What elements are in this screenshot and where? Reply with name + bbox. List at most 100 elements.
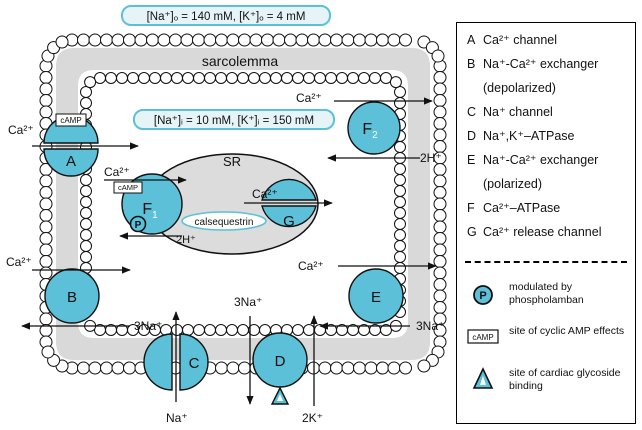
- lipid-head: [330, 33, 343, 47]
- ion-ca-b: Ca²⁺: [6, 255, 32, 269]
- legend-item: (depolarized): [467, 81, 556, 96]
- lipid-head: [270, 72, 282, 84]
- lipid-head: [394, 218, 406, 230]
- inside-concentration-box: [133, 109, 335, 130]
- ion-ca-g: Ca²⁺: [252, 187, 278, 201]
- lipid-head: [433, 186, 447, 199]
- lipid-head: [303, 72, 315, 84]
- lipid-head: [341, 361, 355, 375]
- lipid-head: [77, 33, 90, 47]
- legend-text: Na⁺-Ca²⁺ exchanger: [483, 57, 599, 71]
- legend-item: (polarized): [467, 177, 542, 192]
- lipid-head: [399, 33, 412, 47]
- channel-a: cAMP A: [43, 113, 99, 177]
- legend-text: Ca²⁺ release channel: [483, 225, 602, 239]
- ion-k-d: 2K⁺: [302, 411, 323, 425]
- lipid-head: [394, 262, 406, 274]
- lipid-head: [226, 324, 238, 336]
- channel-c: C: [143, 333, 209, 391]
- lipid-head: [249, 33, 263, 47]
- ion-h-f2: 2H⁺: [420, 151, 442, 165]
- lipid-head: [215, 72, 227, 84]
- lipid-head: [259, 324, 271, 336]
- lipid-head: [157, 33, 171, 47]
- lipid-head: [417, 359, 431, 373]
- lipid-head: [80, 229, 92, 241]
- lipid-head: [146, 33, 159, 47]
- lipid-head: [433, 117, 447, 130]
- legend-letter: F: [467, 201, 475, 215]
- lipid-head: [84, 76, 97, 89]
- lipid-head: [226, 72, 238, 84]
- lipid-head: [215, 324, 227, 336]
- label-f2: F2: [362, 121, 378, 141]
- lipid-head: [182, 72, 194, 84]
- lipid-head: [39, 220, 53, 234]
- lipid-head: [376, 33, 389, 47]
- lipid-head: [77, 361, 90, 375]
- lipid-head: [433, 82, 447, 96]
- lipid-head: [431, 49, 445, 63]
- lipid-head: [123, 33, 136, 47]
- calsequestrin-label: calsequestrin: [195, 217, 254, 228]
- legend-symbol-text: site of cyclic AMP effects: [509, 325, 625, 337]
- phospholamban-marker: [129, 215, 147, 233]
- lipid-head: [180, 33, 194, 47]
- ion-ca-f1: Ca²⁺: [104, 165, 130, 179]
- legend-text: Na⁺ channel: [483, 105, 553, 119]
- lipid-head: [261, 33, 274, 47]
- lipid-head: [336, 72, 348, 84]
- label-a: A: [66, 153, 76, 170]
- label-e: E: [371, 289, 381, 306]
- lipid-head: [394, 97, 406, 109]
- legend-text: Ca²⁺ channel: [483, 33, 557, 47]
- legend-symbol-text: site of cardiac glycoside binding: [509, 367, 621, 392]
- lipid-head: [394, 240, 406, 252]
- ion-na-b: 3Na⁺: [134, 319, 162, 333]
- legend-letter: C: [467, 105, 477, 119]
- lipid-head: [389, 76, 402, 89]
- lipid-head: [238, 361, 251, 375]
- lipid-head: [433, 197, 447, 211]
- legend-item: C Na⁺ channel: [467, 105, 553, 120]
- ion-na-d: 3Na⁺: [234, 295, 262, 309]
- lipid-head: [433, 209, 447, 222]
- lipid-head: [80, 185, 92, 197]
- glycoside-site-icon: [270, 386, 290, 405]
- lipid-head: [203, 33, 217, 47]
- label-g: G: [283, 213, 295, 230]
- lipid-head: [138, 72, 150, 84]
- lipid-head: [204, 72, 216, 84]
- lipid-head: [39, 105, 53, 119]
- lipid-head: [307, 33, 320, 47]
- lipid-head: [394, 86, 406, 98]
- lipid-head: [387, 361, 401, 375]
- lipid-head: [100, 361, 113, 375]
- lipid-head: [39, 232, 53, 245]
- lipid-head: [80, 218, 92, 230]
- lipid-head: [111, 33, 125, 47]
- lipid-head: [193, 324, 205, 336]
- outside-concentration: [Na⁺]ₒ = 140 mM, [K⁺]ₒ = 4 mM: [147, 11, 306, 23]
- legend-letter: D: [467, 129, 477, 143]
- label-d: D: [275, 353, 286, 370]
- lipid-head: [281, 72, 293, 84]
- outside-concentration-box: [121, 5, 331, 26]
- lipid-head: [394, 251, 406, 263]
- inside-concentration: [Na⁺]ᵢ = 10 mM, [K⁺]ᵢ = 150 mM: [154, 115, 314, 127]
- lipid-head: [318, 33, 332, 47]
- phospholamban-tag: P: [135, 220, 142, 231]
- lipid-head: [41, 345, 55, 359]
- legend-separator: [465, 261, 627, 263]
- lipid-head: [238, 33, 251, 47]
- lipid-head: [394, 229, 406, 241]
- exchanger-b: [44, 268, 100, 324]
- lipid-head: [149, 72, 161, 84]
- lipid-head: [39, 186, 53, 199]
- lipid-head: [433, 105, 447, 119]
- lipid-head: [39, 209, 53, 222]
- lipid-head: [433, 174, 447, 188]
